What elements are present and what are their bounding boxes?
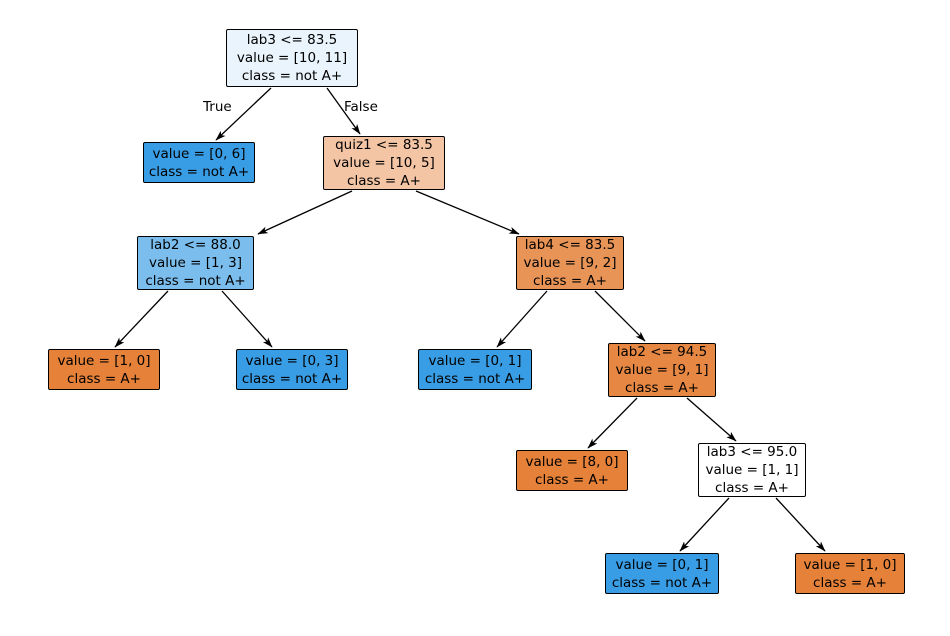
node-value: value = [9, 2] [523,255,617,271]
node-class: class = A+ [347,173,421,189]
leaf-value-0-6[interactable]: value = [0, 6]class = not A+ [143,142,255,183]
node-class: class = A+ [535,471,609,488]
node-class: class = A+ [67,370,141,387]
node-condition: quiz1 <= 83.5 [335,137,433,153]
node-value: value = [10, 11] [236,50,348,66]
node-condition: lab4 <= 83.5 [524,237,616,253]
node-value: value = [0, 1] [428,352,522,369]
node-value: value = [1, 0] [57,352,151,369]
node-condition: lab3 <= 83.5 [246,32,338,48]
node-class: class = A+ [533,273,607,289]
node-class: class = not A+ [145,273,246,289]
node-value: value = [8, 0] [525,453,619,470]
node-class: class = A+ [625,380,699,396]
node-lab3-le-95-0[interactable]: lab3 <= 95.0 value = [1, 1] class = A+ [698,443,806,497]
node-value: value = [0, 3] [245,352,339,369]
node-value: value = [10, 5] [333,155,435,171]
node-class: class = not A+ [424,370,526,387]
edge-lab3-95-left [679,497,730,552]
node-value: value = [1, 0] [803,556,897,573]
node-value: value = [0, 1] [615,556,709,573]
node-condition: lab2 <= 94.5 [616,344,708,360]
node-class: class = A+ [715,480,789,496]
edge-quiz1-left [257,190,353,235]
label-true: True [203,99,232,115]
label-false: False [344,99,378,115]
node-class: class = not A+ [611,574,713,591]
node-class: class = A+ [813,574,887,591]
edge-lab4-right [594,290,646,342]
node-condition: lab2 <= 88.0 [150,237,241,253]
node-lab3-le-83-5[interactable]: lab3 <= 83.5 value = [10, 11] class = not … [226,29,358,87]
node-value: value = [1, 3] [148,255,243,271]
node-lab4-le-83-5[interactable]: lab4 <= 83.5 value = [9, 2] class = A+ [516,236,624,290]
node-value: value = [0, 6] [152,145,246,162]
node-class: class = not A+ [241,68,343,84]
leaf-value-0-1-left[interactable]: value = [0, 1]class = not A+ [418,349,532,390]
edge-lab2-94-right [686,397,737,442]
edge-quiz1-right [415,190,520,235]
node-lab2-le-94-5[interactable]: lab2 <= 94.5 value = [9, 1] class = A+ [608,343,716,397]
edge-lab2-88-right [221,290,273,348]
edge-lab4-left [496,290,548,348]
leaf-value-1-0-right[interactable]: value = [1, 0]class = A+ [795,553,905,594]
node-quiz1-le-83-5[interactable]: quiz1 <= 83.5 value = [10, 5] class = A+ [323,136,445,190]
edge-lab3-95-right [775,497,826,552]
node-value: value = [1, 1] [705,462,799,478]
edge-lab2-94-left [587,397,638,449]
node-class: class = not A+ [148,163,250,180]
node-condition: lab3 <= 95.0 [706,444,798,460]
leaf-value-0-1-right[interactable]: value = [0, 1]class = not A+ [605,553,719,594]
node-value: value = [9, 1] [615,362,709,378]
node-lab2-le-88-0[interactable]: lab2 <= 88.0 value = [1, 3] class = not A+ [137,236,254,290]
edge-lab2-88-left [114,290,169,348]
leaf-value-0-3[interactable]: value = [0, 3]class = not A+ [236,349,348,390]
leaf-value-8-0[interactable]: value = [8, 0]class = A+ [516,450,628,491]
node-class: class = not A+ [241,370,343,387]
leaf-value-1-0-left[interactable]: value = [1, 0]class = A+ [48,349,160,390]
